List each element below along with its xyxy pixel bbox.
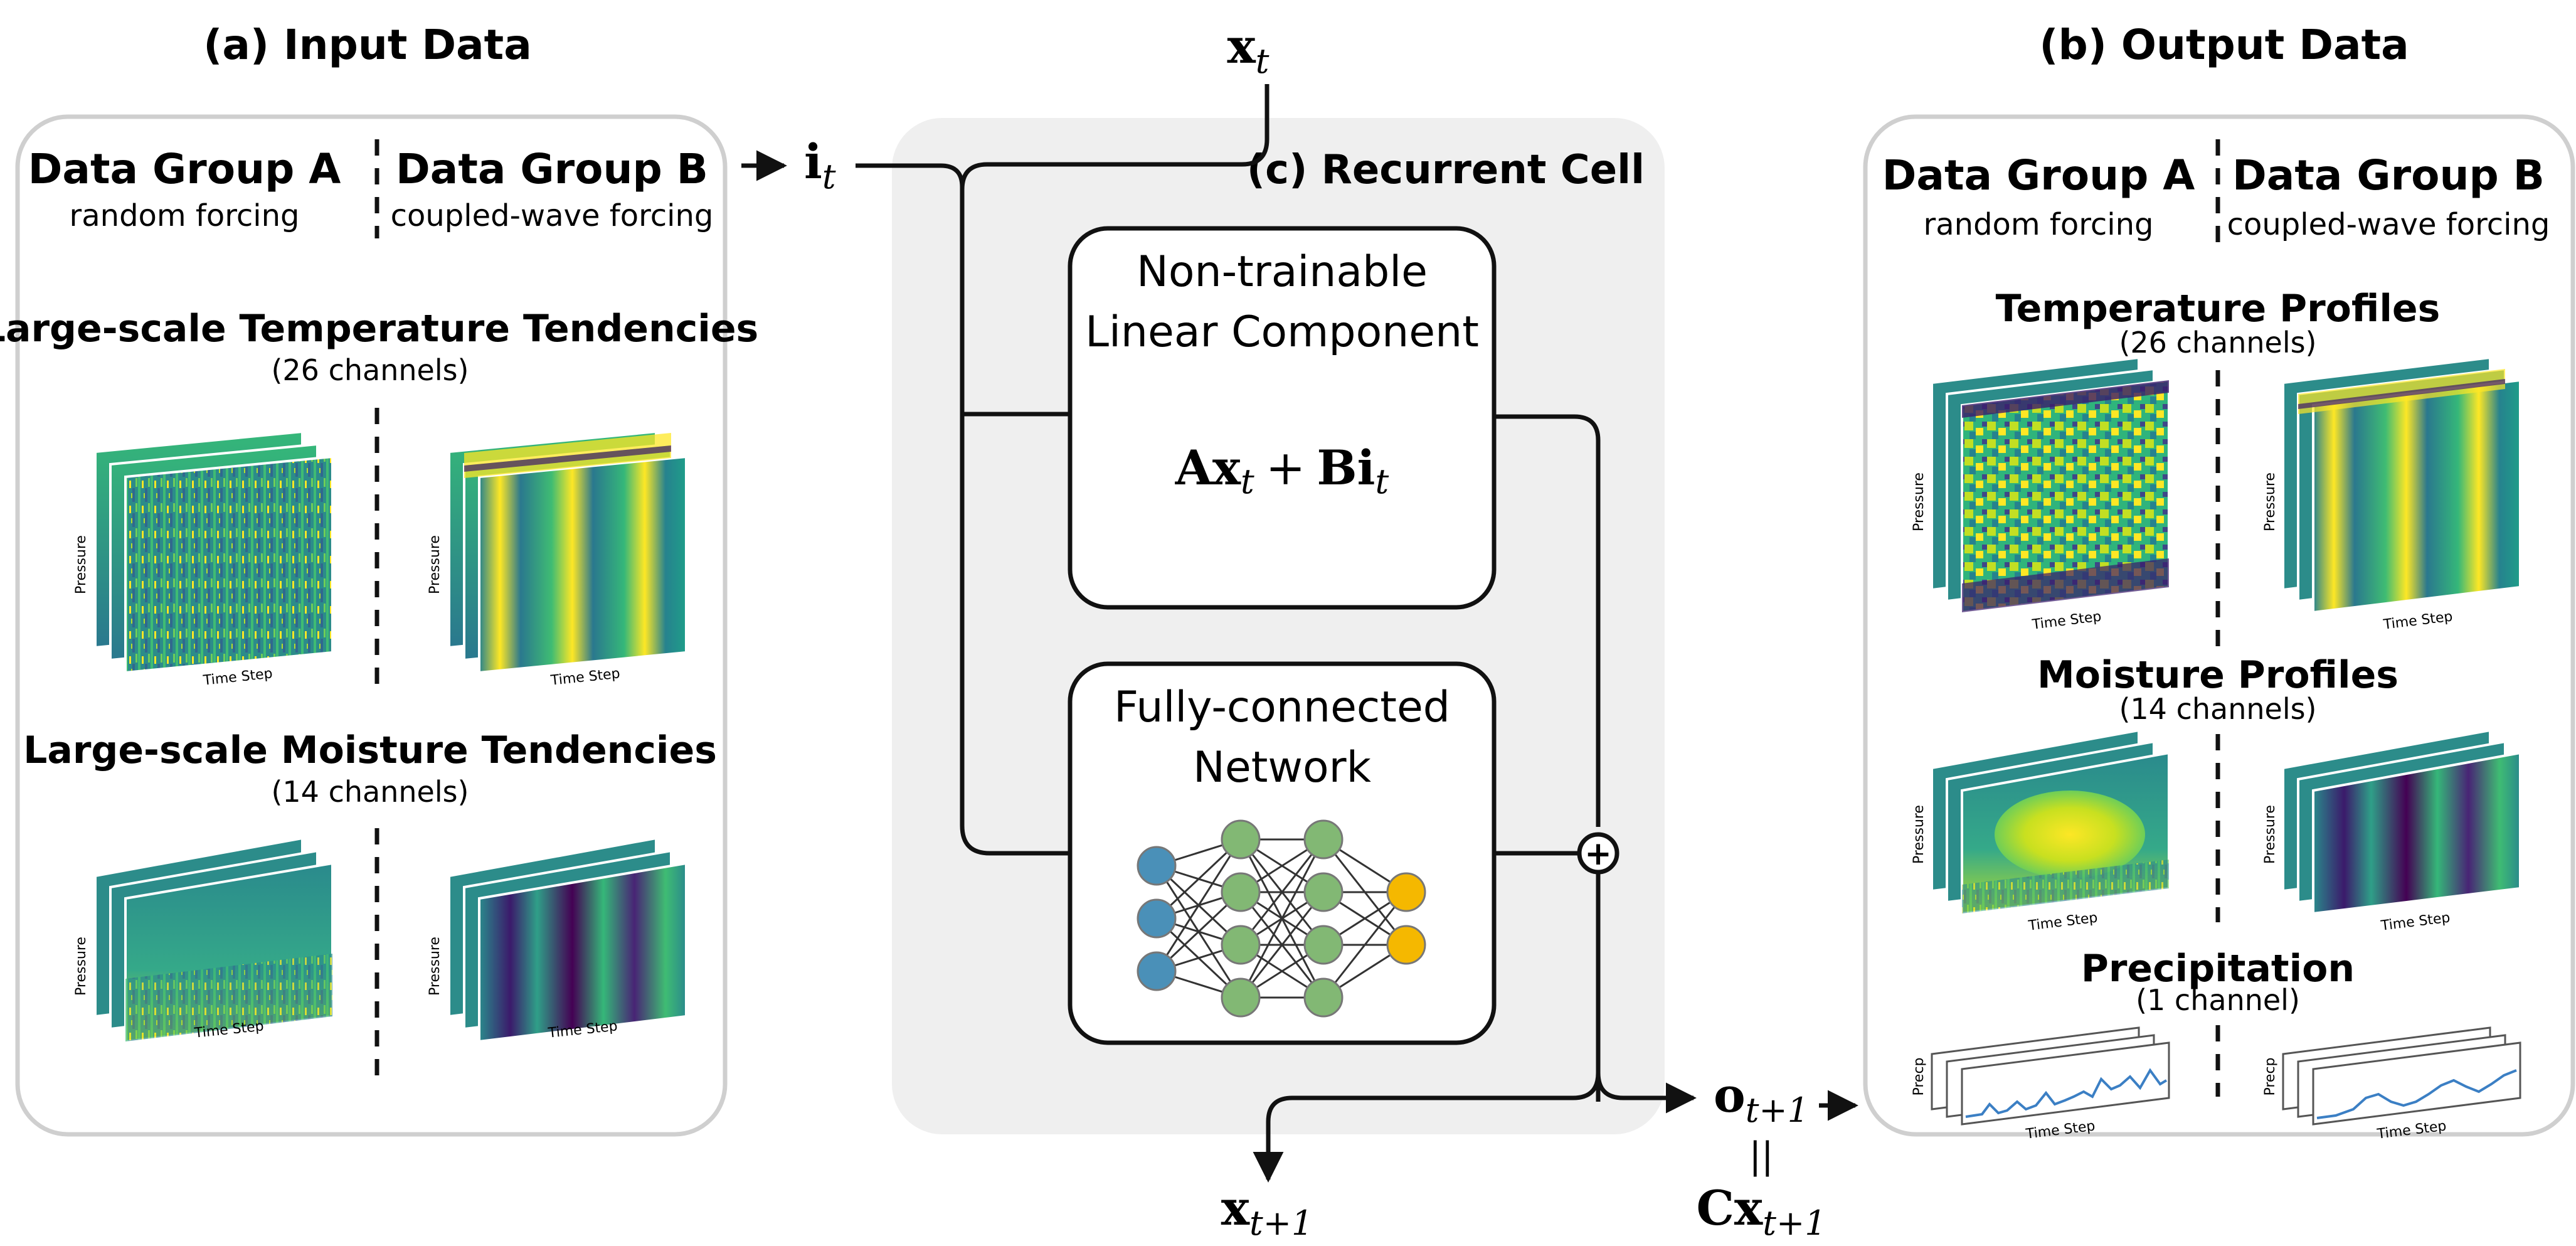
equals-mark: || — [1749, 1134, 1773, 1177]
output-precipitation-title: Precipitation — [2081, 947, 2355, 991]
var-x-t1: xt+1 — [1221, 1180, 1313, 1243]
hidden-node — [1303, 872, 1344, 912]
output-panel-title: (b) Output Data — [2039, 21, 2409, 69]
input-moisture-title: Large-scale Moisture Tendencies — [23, 728, 717, 772]
output-moisture-a-stack: Pressure Time Step — [1911, 728, 2170, 934]
var-o-t1: ot+1 — [1714, 1067, 1809, 1130]
input-temperature-channels: (26 channels) — [271, 353, 469, 387]
hidden-node — [1221, 819, 1261, 860]
output-moisture-b-stack: Pressure Time Step — [2262, 728, 2521, 934]
linear-component-line2: Linear Component — [1085, 307, 1479, 357]
input-group-a-sub: random forcing — [70, 198, 300, 233]
output-group-a-sub: random forcing — [1924, 207, 2154, 242]
input-node — [1137, 846, 1177, 886]
axis-label-pressure: Pressure — [427, 937, 443, 996]
hidden-node — [1221, 977, 1261, 1018]
axis-label-pressure: Pressure — [1911, 472, 1927, 531]
axis-label-pressure: Pressure — [1911, 805, 1927, 864]
network-edge — [1239, 839, 1325, 945]
var-cx-t1: Cxt+1 — [1696, 1180, 1826, 1243]
axis-label-precip: Precp — [1911, 1057, 1927, 1095]
output-temperature-b-stack: Pressure Time Step — [2262, 356, 2521, 633]
axis-label-pressure: Pressure — [427, 535, 443, 594]
output-temperature-channels: (26 channels) — [2119, 326, 2316, 359]
hidden-node — [1303, 925, 1344, 965]
input-panel-title: (a) Input Data — [203, 21, 532, 69]
input-moisture-channels: (14 channels) — [271, 775, 469, 809]
input-group-b-sub: coupled-wave forcing — [391, 198, 714, 233]
axis-label-pressure: Pressure — [73, 535, 89, 594]
var-x-t: xt — [1227, 18, 1269, 81]
network-line1: Fully-connected — [1114, 683, 1450, 732]
output-temperature-title: Temperature Profiles — [1996, 287, 2441, 331]
hidden-node — [1221, 925, 1261, 965]
network-edge — [1322, 892, 1407, 998]
network-edge — [1155, 839, 1242, 972]
output-group-a-name: Data Group A — [1882, 151, 2195, 200]
input-temperature-title: Large-scale Temperature Tendencies — [0, 307, 758, 351]
output-precip-b-stack: Precp Time Step — [2262, 1026, 2521, 1142]
output-group-b-sub: coupled-wave forcing — [2227, 207, 2550, 242]
neural-network-graphic — [1137, 819, 1426, 1018]
input-temperature-a-stack: Pressure Time Step — [73, 430, 334, 689]
hidden-node — [1221, 872, 1261, 912]
output-precipitation-channels: (1 channel) — [2136, 983, 2300, 1017]
hidden-node — [1303, 977, 1344, 1018]
linear-component-line1: Non-trainable — [1137, 247, 1428, 297]
x-t-connector — [960, 84, 1269, 190]
input-group-a-name: Data Group A — [28, 145, 341, 193]
linear-output-connector — [1494, 414, 1601, 827]
state-output-arrow — [1253, 1072, 1601, 1183]
hidden-node — [1303, 819, 1344, 860]
output-group-b-name: Data Group B — [2232, 151, 2545, 200]
recurrent-cell-title: (c) Recurrent Cell — [1247, 147, 1645, 193]
sum-symbol: + — [1584, 835, 1612, 873]
output-moisture-channels: (14 channels) — [2119, 692, 2316, 726]
input-group-b-name: Data Group B — [396, 145, 708, 193]
network-line2: Network — [1193, 743, 1372, 792]
observation-output-arrow — [1596, 1072, 1697, 1114]
output-moisture-title: Moisture Profiles — [2037, 653, 2398, 697]
linear-equation: Axt+Bit — [1175, 440, 1389, 501]
input-moisture-b-stack: Pressure Time Step — [427, 836, 687, 1043]
output-temperature-a-stack: Pressure Time Step — [1911, 356, 2170, 633]
input-temperature-b-stack: Pressure Time Step — [427, 430, 687, 689]
network-edge — [1239, 839, 1325, 998]
axis-label-pressure: Pressure — [2262, 805, 2278, 864]
output-precip-a-stack: Precp Time Step — [1911, 1026, 2170, 1142]
axis-label-pressure: Pressure — [2262, 472, 2278, 531]
output-node — [1386, 872, 1426, 912]
output-node — [1386, 925, 1426, 965]
input-node — [1137, 951, 1177, 991]
network-edge — [1239, 892, 1325, 998]
input-moisture-a-stack: Pressure Time Step — [73, 836, 334, 1043]
var-i-t: it — [804, 134, 836, 196]
i-t-connector — [856, 163, 1070, 856]
axis-label-precip: Precp — [2262, 1057, 2278, 1095]
input-node — [1137, 898, 1177, 939]
axis-label-pressure: Pressure — [73, 937, 89, 996]
